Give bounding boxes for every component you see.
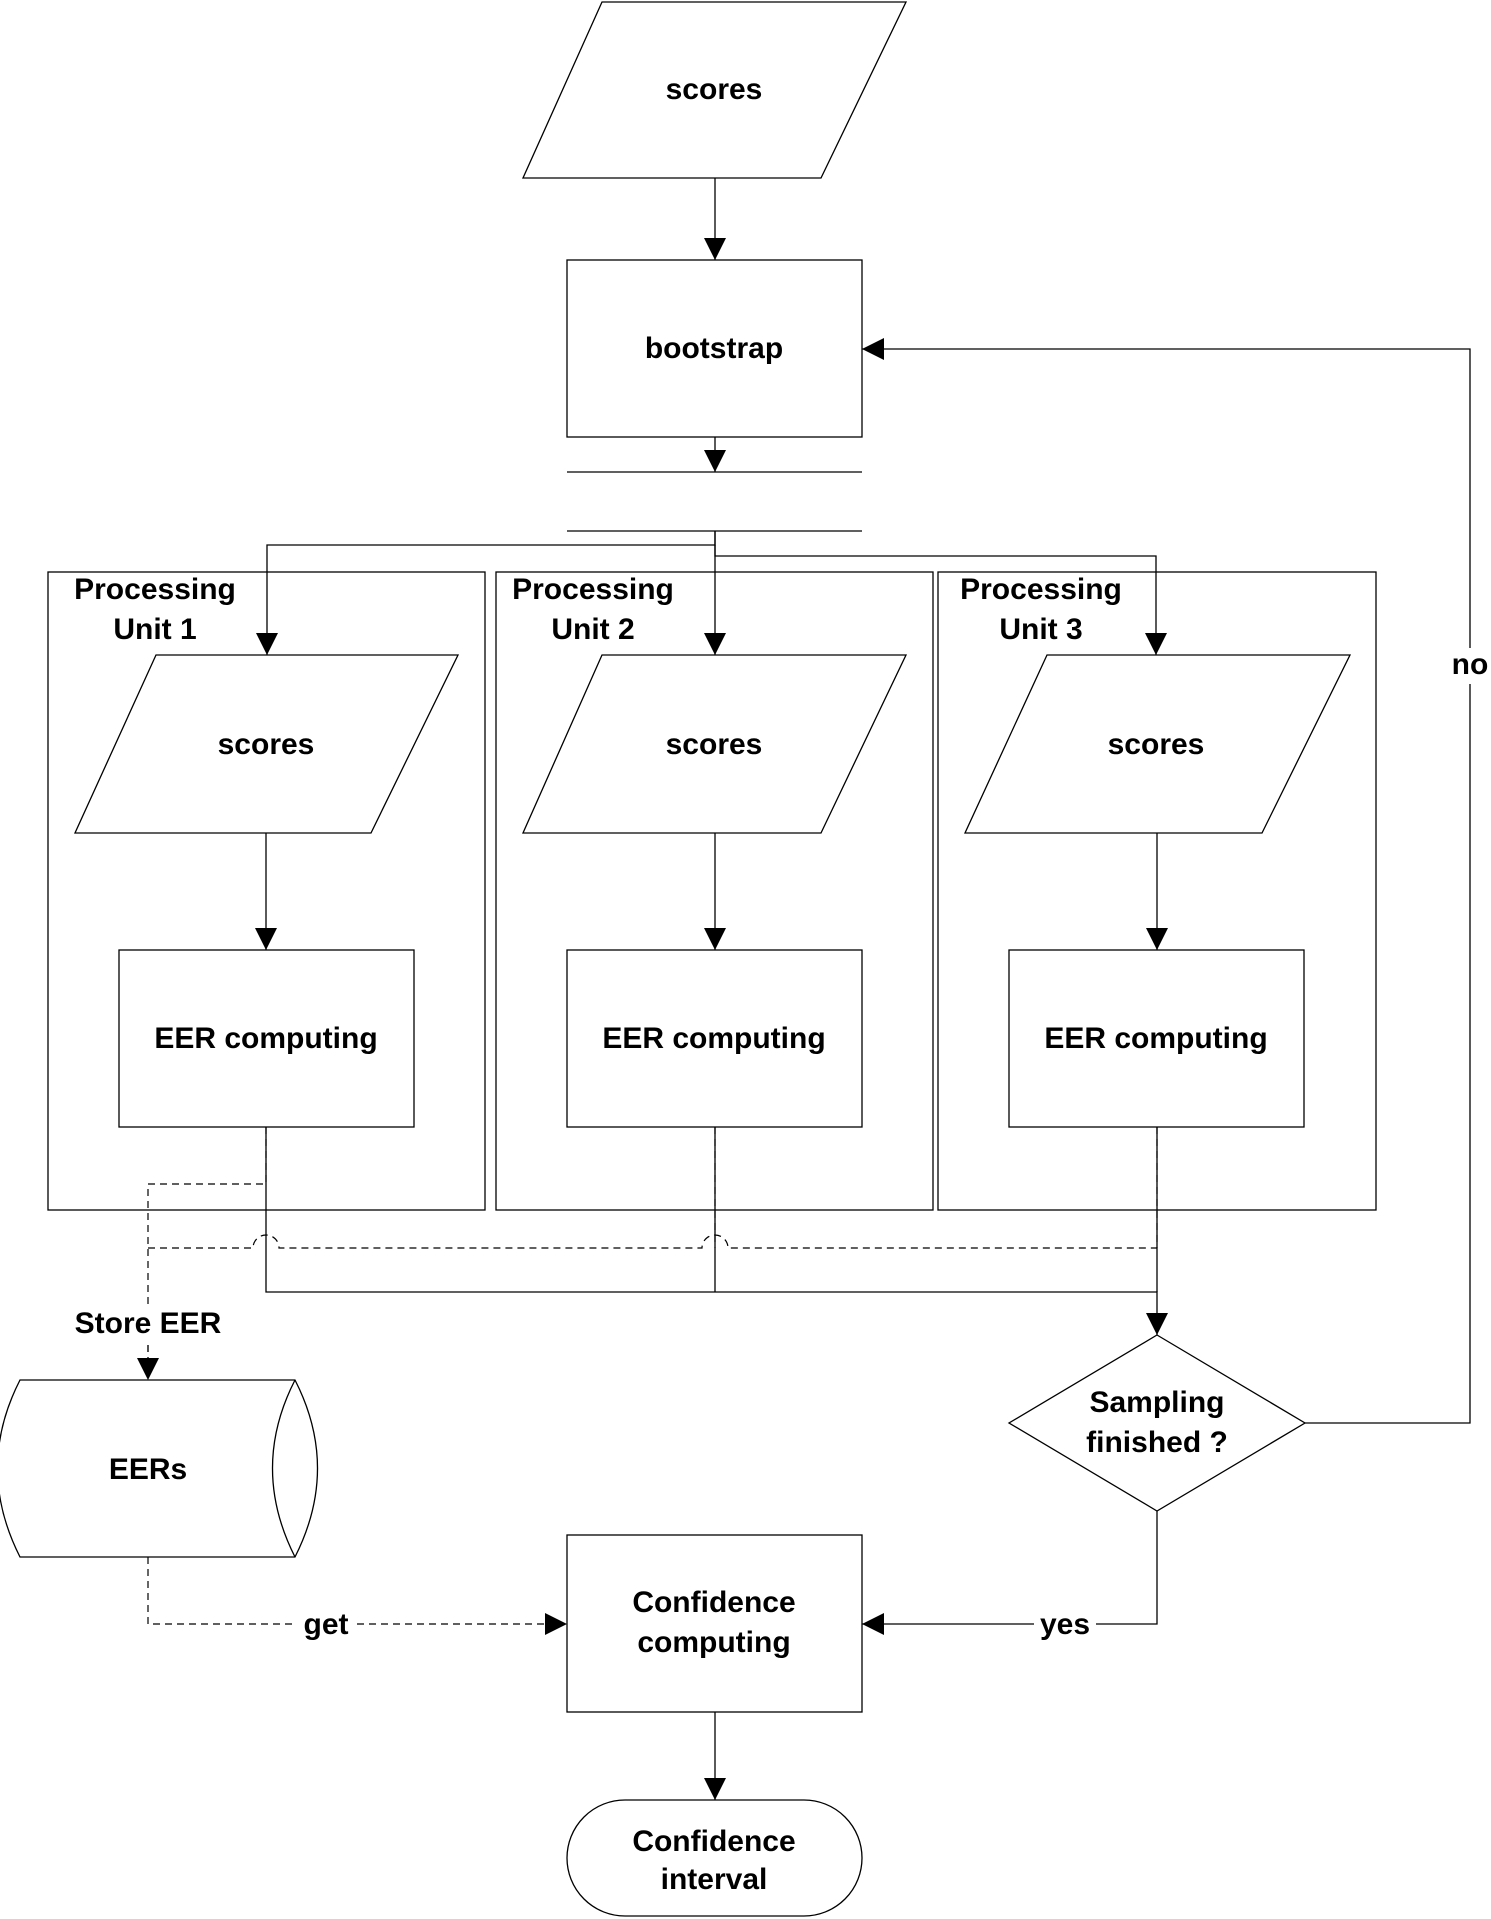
- confidence-computing-process: [566, 1534, 863, 1713]
- unit-3-scores-label: scores: [1108, 728, 1205, 761]
- confidence-computing-line2: computing: [637, 1626, 790, 1659]
- unit-1-dashed-store-line: [147, 1127, 267, 1380]
- get-dashed-line: [147, 1557, 545, 1625]
- confidence-interval-line1: Confidence: [632, 1825, 795, 1858]
- dashed-store-bus-line: [148, 1234, 1157, 1249]
- unit-2-eer-computing-label: EER computing: [602, 1022, 825, 1055]
- unit-2-eer-computing-process: [566, 949, 863, 1128]
- decision-label-line1: Sampling: [1089, 1386, 1224, 1419]
- unit-1-scores-parallelogram: [73, 654, 460, 834]
- yes-edge-label: yes: [1040, 1608, 1090, 1641]
- unit-1-scores-label: scores: [218, 728, 315, 761]
- get-edge-label: get: [304, 1608, 349, 1641]
- confidence-interval-line2: interval: [661, 1863, 768, 1896]
- unit-3-title-line1: Processing: [960, 573, 1122, 606]
- store-eer-edge-label: Store EER: [75, 1307, 222, 1340]
- get-arrow-head: [545, 1613, 567, 1635]
- confidence-computing-line1: Confidence: [632, 1586, 795, 1619]
- unit-1-title-line2: Unit 1: [113, 613, 196, 646]
- unit-3-eer-computing-label: EER computing: [1044, 1022, 1267, 1055]
- unit-3-eer-computing-process: [1008, 949, 1305, 1128]
- unit-1-eer-computing-process: [118, 949, 415, 1128]
- store-arrow-head: [137, 1358, 159, 1380]
- unit-1-eer-computing-label: EER computing: [154, 1022, 377, 1055]
- eers-stored-data-curve: [271, 1379, 296, 1558]
- bootstrap-label: bootstrap: [645, 332, 783, 365]
- eers-label: EERs: [109, 1453, 187, 1486]
- input-scores-label: scores: [666, 73, 763, 106]
- merge-line-to-decision: [265, 1127, 1168, 1335]
- yes-line: [862, 1511, 1158, 1635]
- unit-1-title-line1: Processing: [74, 573, 236, 606]
- confidence-interval-terminal: [566, 1799, 863, 1917]
- fork-line-to-unit-3: [714, 545, 1167, 655]
- unit-3-title-line2: Unit 3: [999, 613, 1082, 646]
- unit-2-scores-label: scores: [666, 728, 763, 761]
- input-scores-parallelogram: [521, 1, 908, 179]
- unit-2-scores-parallelogram: [522, 654, 908, 834]
- unit-3-scores-parallelogram: [963, 654, 1352, 834]
- decision-label-line2: finished ?: [1086, 1426, 1228, 1459]
- no-loop-line: [862, 338, 1471, 1424]
- unit-2-title-line1: Processing: [512, 573, 674, 606]
- unit-2-title-line2: Unit 2: [551, 613, 634, 646]
- sampling-finished-decision: [1007, 1334, 1307, 1512]
- no-edge-label: no: [1452, 648, 1489, 681]
